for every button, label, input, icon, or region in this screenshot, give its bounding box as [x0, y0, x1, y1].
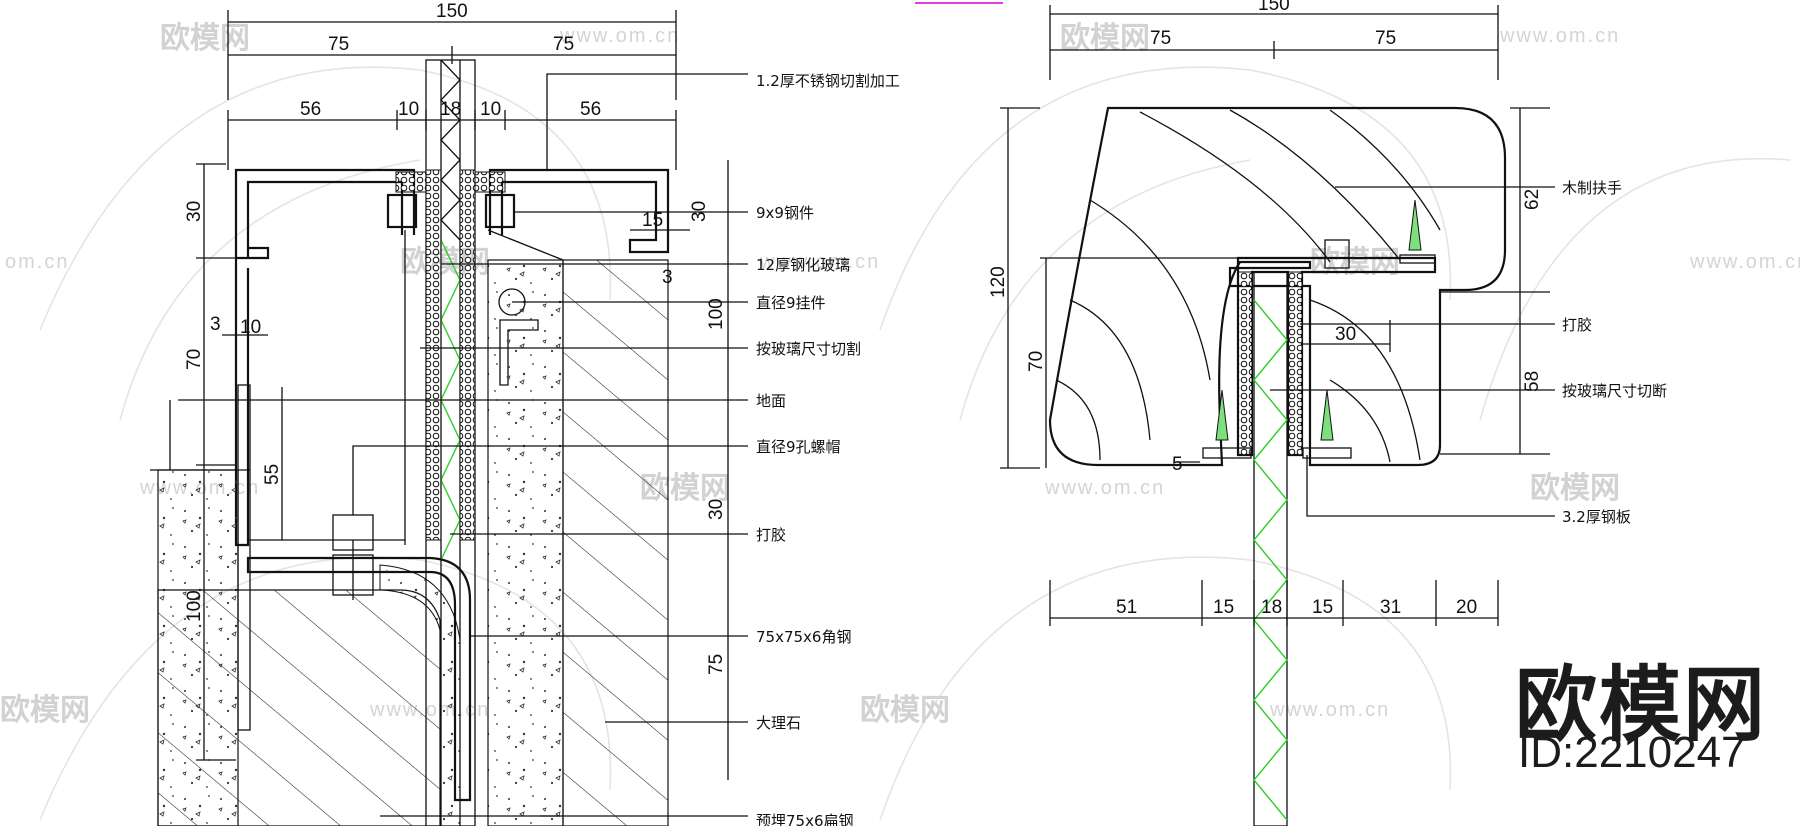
dim-15-b: 15 — [1312, 597, 1333, 618]
leaders-right — [1270, 186, 1555, 517]
watermark-url: www.om.cn — [559, 25, 680, 47]
dim-56-right: 56 — [580, 99, 601, 120]
label-sealant: 打胶 — [1562, 316, 1592, 334]
dim-75-right: 75 — [1375, 28, 1396, 49]
watermark-brand: 欧模网 — [400, 245, 490, 280]
dim-120: 120 — [988, 266, 1009, 298]
dim-15-a: 15 — [1213, 597, 1234, 618]
dim-10: 10 — [240, 317, 261, 338]
wooden-handrail — [1048, 106, 1507, 467]
watermark-brand: 欧模网 — [160, 21, 250, 56]
labels-right: 木制扶手 打胶 按玻璃尺寸切断 3.2厚钢板 — [1562, 179, 1667, 526]
dim-62: 62 — [1522, 189, 1543, 210]
dim-right-right-detail: 62 58 — [1440, 107, 1550, 455]
dim-3: 3 — [210, 314, 221, 335]
dim-70: 70 — [1026, 351, 1047, 372]
dim-10-b: 10 — [480, 99, 501, 120]
dim-55: 55 — [262, 464, 283, 485]
watermark-brand: 欧模网 — [860, 693, 950, 728]
left-detail: 150 75 75 56 10 18 10 56 — [150, 1, 900, 826]
dim-100-right: 100 — [706, 298, 727, 330]
screws — [1215, 199, 1422, 441]
watermark-url: www.om.cn — [1689, 251, 1800, 273]
watermark-url-partial: om.cn — [5, 251, 69, 273]
dim-31: 31 — [1380, 597, 1401, 618]
model-id: ID:2210247 — [1518, 728, 1746, 777]
dim-inner: 30 5 — [1172, 320, 1391, 475]
angle-steel — [246, 556, 472, 802]
dim-75-left: 75 — [1150, 28, 1171, 49]
dim-3-right: 3 — [662, 267, 673, 288]
structure — [150, 229, 669, 826]
label-wooden-handrail: 木制扶手 — [1562, 179, 1622, 197]
label-floor: 地面 — [756, 392, 786, 410]
dim-150: 150 — [1258, 0, 1290, 15]
watermark-url: www.om.cn — [1499, 25, 1620, 47]
dim-top-right: 150 75 75 — [1049, 0, 1499, 80]
dim-10-a: 10 — [398, 99, 419, 120]
dim-bottom-right-detail: 51 15 18 15 31 20 — [1049, 580, 1499, 626]
dim-56-left: 56 — [300, 99, 321, 120]
dim-top-halves: 75 75 — [228, 34, 676, 64]
label-cut-to-glass: 按玻璃尺寸切割 — [756, 340, 861, 358]
dim-30: 30 — [1335, 324, 1356, 345]
dim-15: 15 — [642, 210, 663, 231]
labels-left: 1.2厚不锈钢切割加工 9x9钢件 12厚钢化玻璃 直径9挂件 按玻璃尺寸切割 … — [756, 72, 900, 826]
label-stainless-cap: 1.2厚不锈钢切割加工 — [756, 72, 900, 90]
dim-58: 58 — [1522, 371, 1543, 392]
label-angle-steel: 75x75x6角钢 — [756, 628, 851, 646]
watermark-url: www.om.cn — [1269, 699, 1390, 721]
dim-70: 70 — [184, 349, 205, 370]
watermark-url: www.om.cn — [759, 251, 880, 273]
watermark-brand: 欧模网 — [1060, 21, 1150, 56]
label-steel-piece: 9x9钢件 — [756, 204, 814, 222]
label-steel-plate: 3.2厚钢板 — [1562, 508, 1631, 526]
dim-51: 51 — [1116, 597, 1137, 618]
watermark-brand: 欧模网 — [0, 693, 90, 728]
watermark-brand: 欧模网 — [1310, 245, 1400, 280]
dim-75-right: 75 — [553, 34, 574, 55]
dim-150: 150 — [436, 1, 468, 22]
watermark-brand: 欧模网 — [1530, 471, 1620, 506]
label-embedded-flat-steel: 预埋75x6扁钢 — [756, 812, 854, 826]
dim-second-row: 56 10 18 10 56 — [227, 99, 677, 170]
stainless-cap — [234, 168, 670, 260]
dim-5: 5 — [1172, 454, 1183, 475]
glass-panel — [425, 59, 476, 826]
label-tempered-glass: 12厚钢化玻璃 — [756, 256, 850, 274]
dim-left-right-detail: 120 70 — [988, 107, 1238, 469]
label-nut: 直径9孔螺帽 — [756, 438, 841, 456]
dim-75-lower: 75 — [706, 654, 727, 675]
label-hanger: 直径9挂件 — [756, 294, 826, 312]
label-sealant: 打胶 — [756, 526, 786, 544]
leaders-left — [178, 73, 748, 817]
dim-75-left: 75 — [328, 34, 349, 55]
dim-left-vertical: 30 70 100 — [184, 163, 236, 761]
dim-30: 30 — [184, 201, 205, 222]
steel-plate-and-glass — [1202, 239, 1437, 826]
dim-30-lower: 30 — [706, 499, 727, 520]
label-marble: 大理石 — [756, 714, 801, 732]
dim-18: 18 — [1261, 597, 1282, 618]
right-detail: 150 75 75 — [988, 0, 1667, 826]
watermark-url: www.om.cn — [1044, 477, 1165, 499]
dim-100: 100 — [184, 590, 205, 622]
dim-20: 20 — [1456, 597, 1477, 618]
label-cut-to-glass: 按玻璃尺寸切断 — [1562, 382, 1667, 400]
brand-logo-text: 欧模网 — [1515, 658, 1768, 753]
